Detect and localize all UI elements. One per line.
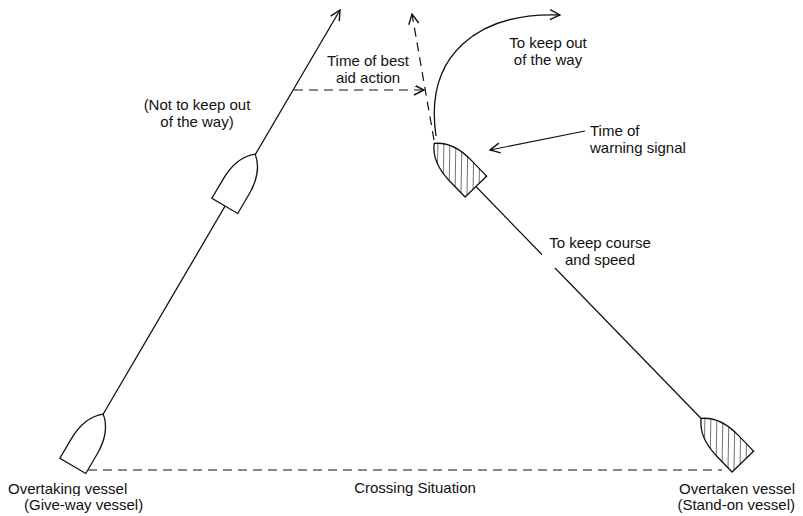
hatched-vessel [423, 133, 486, 197]
give-way-track [88, 10, 340, 440]
crossing-line [88, 469, 722, 470]
annotation-label: To keep out of the way [503, 34, 593, 68]
aid-action-line [294, 89, 424, 90]
vessel-outline [212, 147, 268, 214]
annotation-label: To keep course and speed [542, 234, 658, 268]
annotation-label: (Not to keep out of the way) [140, 96, 255, 130]
annotation-label: Crossing Situation [315, 479, 515, 496]
annotation-label: (Give-way vessel) [24, 496, 194, 513]
annotation-label: (Stand-on vessel) [625, 496, 795, 513]
annotation-label: Time of best aid action [320, 52, 416, 86]
vessel-outline [60, 407, 116, 474]
annotation-label: Overtaken vessel [625, 480, 795, 497]
leader-arrow [490, 131, 585, 150]
stand-on-track [455, 165, 722, 440]
annotation-label: Time of warning signal [590, 122, 690, 156]
hatched-vessel [690, 408, 753, 472]
annotation-label: Overtaking vessel [8, 480, 178, 497]
